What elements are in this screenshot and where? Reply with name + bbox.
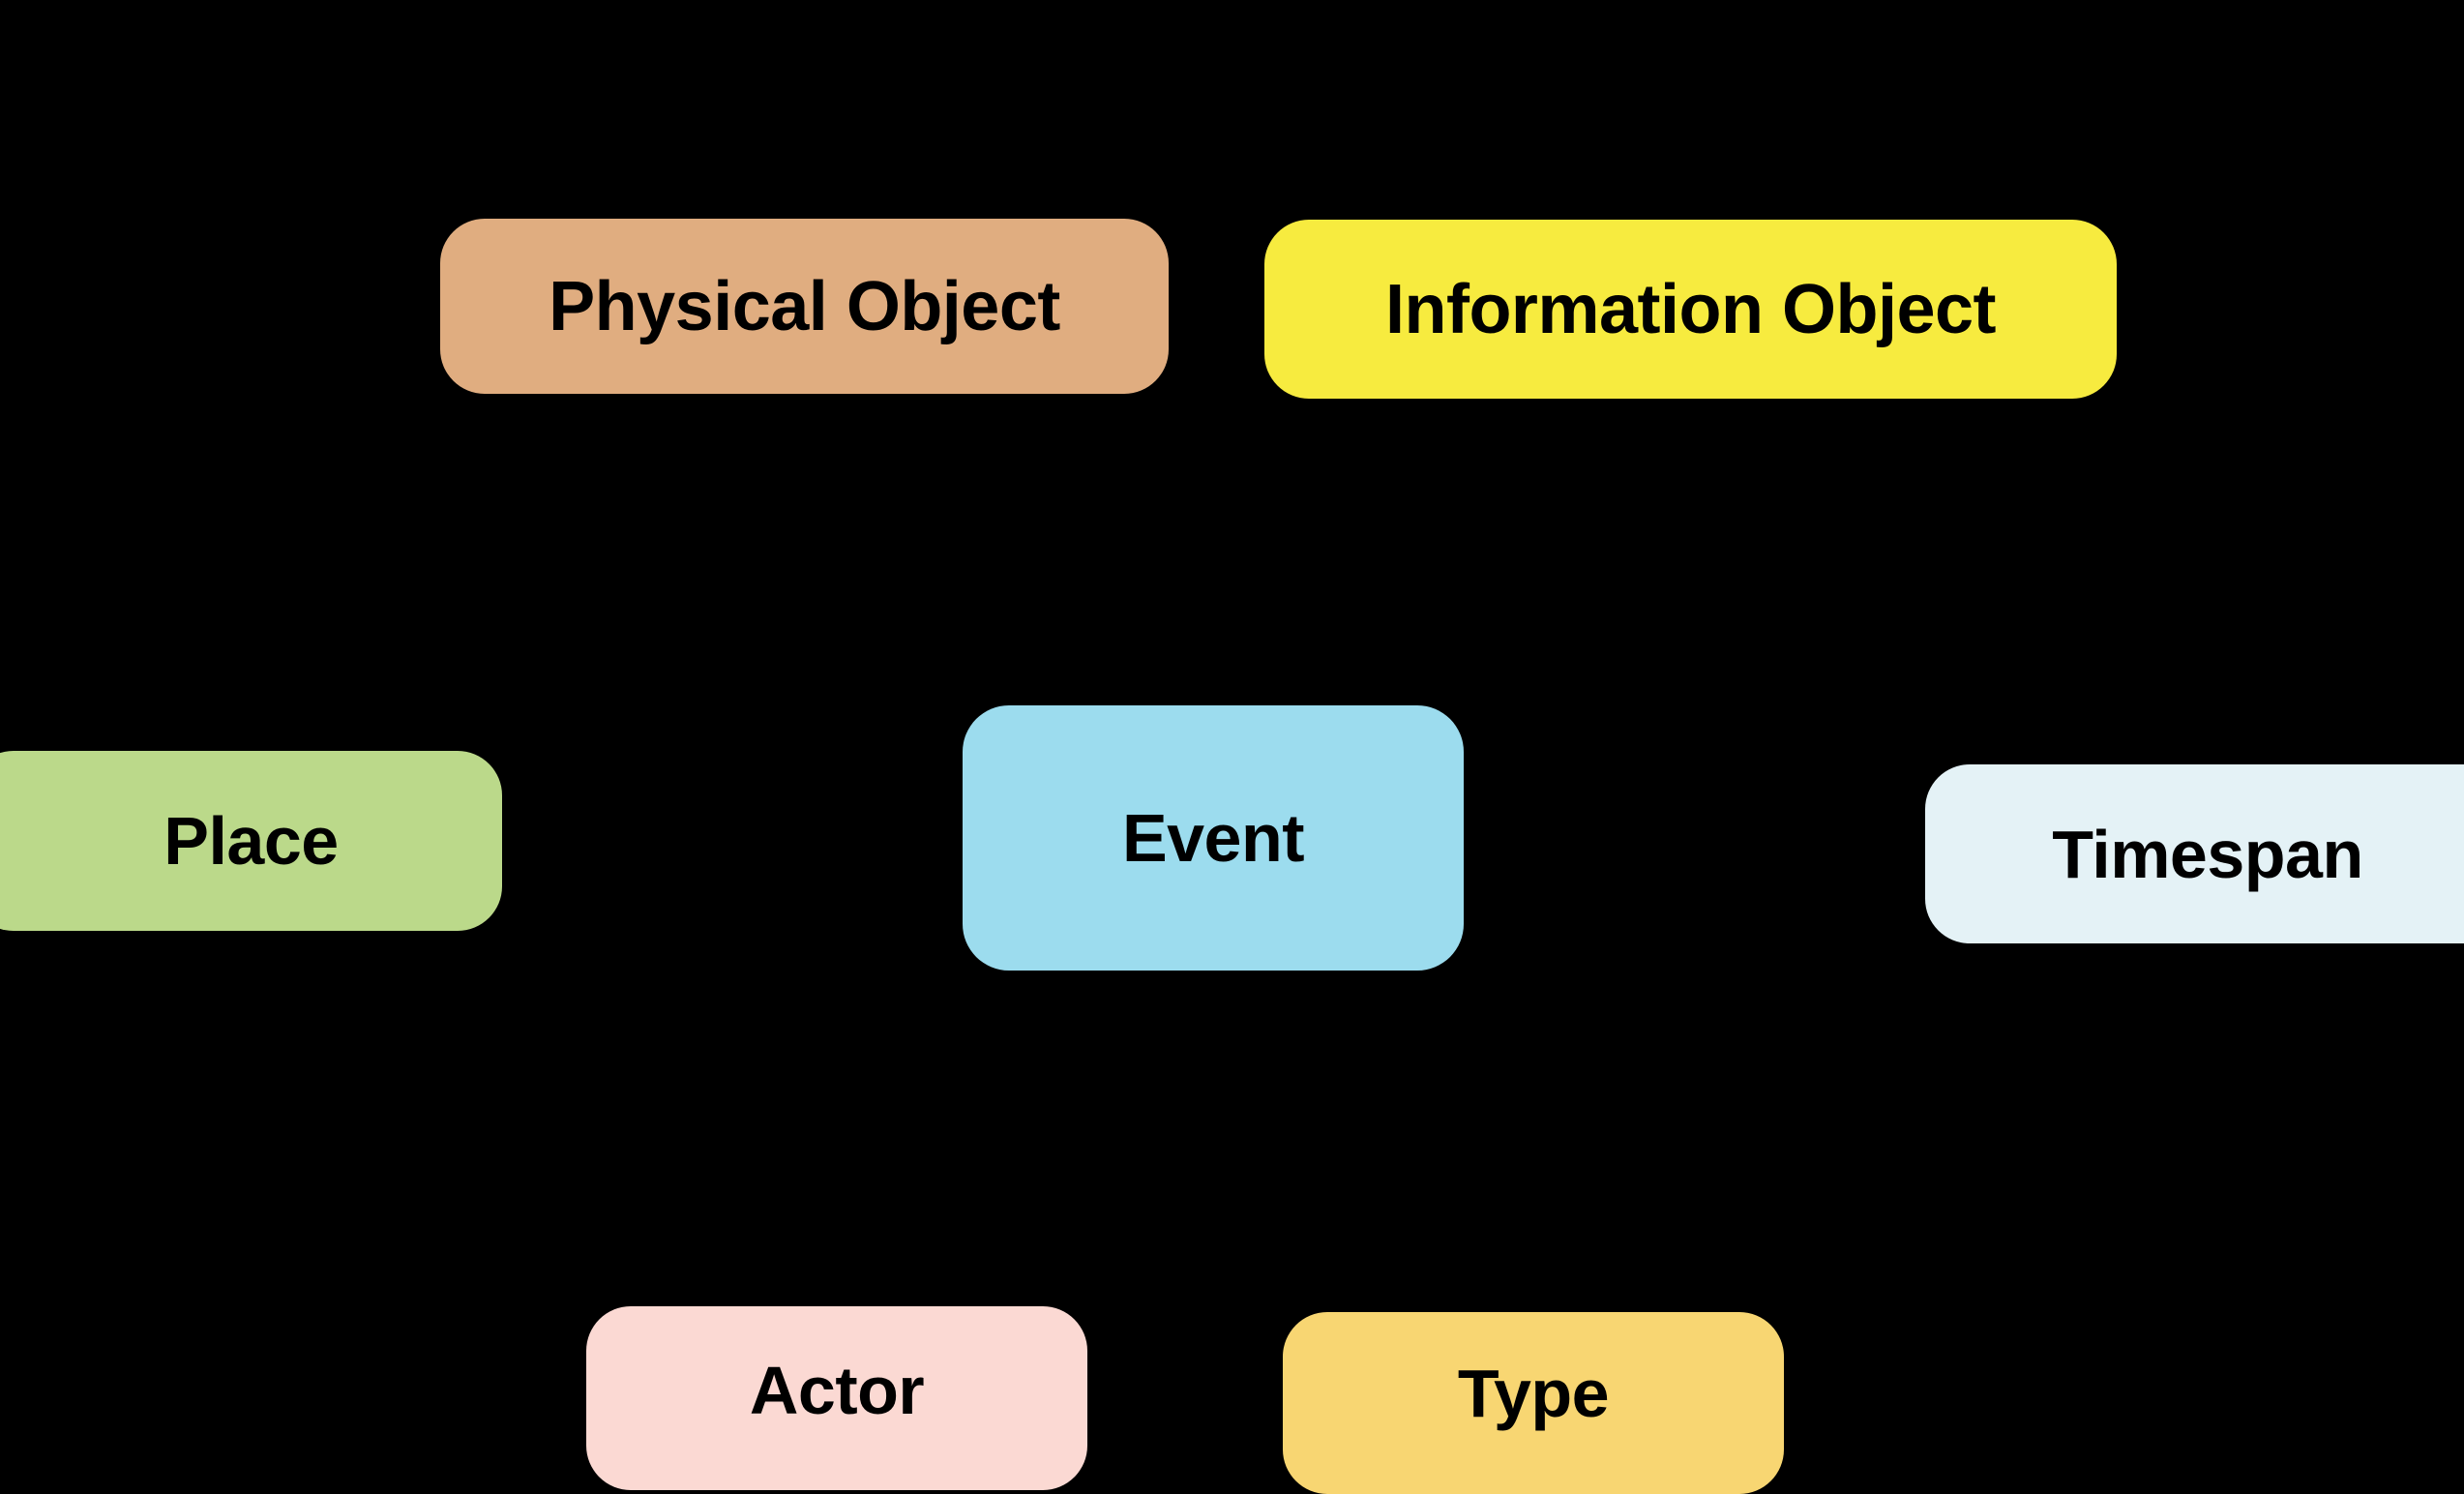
- node-physical-object-label: Physical Object: [549, 267, 1060, 345]
- node-event-label: Event: [1121, 800, 1305, 876]
- node-timespan-label: Timespan: [2052, 816, 2363, 892]
- node-type[interactable]: Type: [1283, 1312, 1784, 1494]
- node-timespan[interactable]: Timespan: [1925, 764, 2464, 943]
- node-type-label: Type: [1457, 1356, 1610, 1431]
- node-information-object[interactable]: Information Object: [1264, 220, 2117, 399]
- node-information-object-label: Information Object: [1384, 270, 1997, 348]
- node-actor-label: Actor: [749, 1353, 925, 1428]
- node-event[interactable]: Event: [963, 705, 1464, 971]
- node-place-label: Place: [163, 803, 339, 879]
- node-place[interactable]: Place: [0, 751, 502, 931]
- node-actor[interactable]: Actor: [586, 1306, 1087, 1490]
- node-physical-object[interactable]: Physical Object: [440, 219, 1169, 394]
